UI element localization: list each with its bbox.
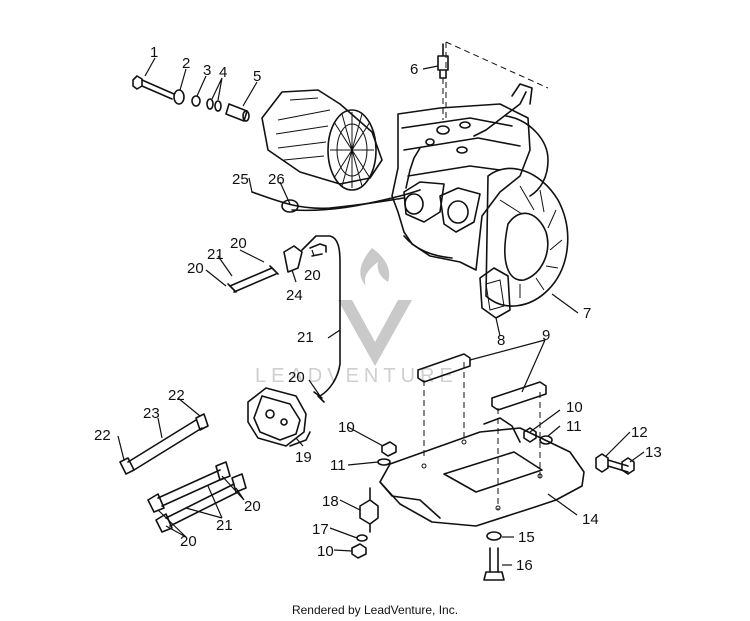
callout-22b: 22 [94,427,111,444]
callout-20f: 20 [180,533,197,550]
callout-1: 1 [150,44,158,61]
callout-20b: 20 [187,260,204,277]
callout-labels: 1 2 3 4 5 6 7 8 9 10 11 12 13 14 15 16 1… [94,44,662,574]
washer-part [486,531,502,541]
callout-12: 12 [631,424,648,441]
callout-7: 7 [583,305,591,322]
callout-13: 13 [645,444,662,461]
watermark-text: LEADVENTURE [255,365,458,387]
assembly-line [442,41,549,120]
drive-clutch [261,89,383,191]
fuel-line-assembly [227,235,341,403]
callout-3: 3 [203,62,211,79]
washer-part [173,89,185,105]
callout-16: 16 [516,557,533,574]
callout-22: 22 [168,387,185,404]
engine-assembly [391,83,569,319]
washer-part [356,534,368,542]
assembly-line [423,362,541,510]
nut-part [523,427,537,443]
callout-9: 9 [542,327,550,344]
callout-18: 18 [322,493,339,510]
nut-part [621,457,635,475]
spacer-part [225,103,250,122]
callout-20e: 20 [244,498,261,515]
callout-8: 8 [497,332,505,349]
callout-19: 19 [295,449,312,466]
callout-26: 26 [268,171,285,188]
throttle-cable [251,147,421,213]
fuel-pump-part [247,387,311,447]
nut-part [351,543,367,559]
callout-17: 17 [312,521,329,538]
leadventure-watermark-logo: LEADVENTURE [255,248,458,387]
callout-5: 5 [253,68,261,85]
callout-10c: 10 [338,419,355,436]
callout-21b: 21 [297,329,314,346]
callout-10: 10 [566,399,583,416]
callout-2: 2 [182,55,190,72]
leader-lines [117,57,645,566]
bolt-part [483,547,505,581]
callout-4: 4 [219,64,227,81]
o-ring-part [214,100,222,112]
callout-11b: 11 [330,457,346,474]
fuel-line-pair [147,461,247,533]
callout-21c: 21 [216,517,233,534]
callout-23: 23 [143,405,160,422]
washer-part [539,435,553,445]
fuel-line-part [119,413,209,475]
callout-20d: 20 [288,369,305,386]
mount-plate-part [417,353,547,411]
stud-part [595,453,629,473]
o-ring-part [206,98,214,110]
callout-6: 6 [410,61,418,78]
washer-part [191,95,201,107]
engine-base-plate [379,417,585,527]
rubber-mount-part [359,487,379,533]
callout-11: 11 [566,418,582,435]
callout-14: 14 [582,511,599,528]
footer-credit: Rendered by LeadVenture, Inc. [291,603,459,617]
callout-15: 15 [518,529,535,546]
washer-part [377,458,391,466]
callout-24: 24 [286,287,303,304]
nut-part [381,441,397,457]
callout-20c: 20 [304,267,321,284]
callout-25: 25 [232,171,249,188]
callout-10b: 10 [317,543,334,560]
callout-21: 21 [207,246,224,263]
bolt-part [132,75,175,100]
callout-20: 20 [230,235,247,252]
